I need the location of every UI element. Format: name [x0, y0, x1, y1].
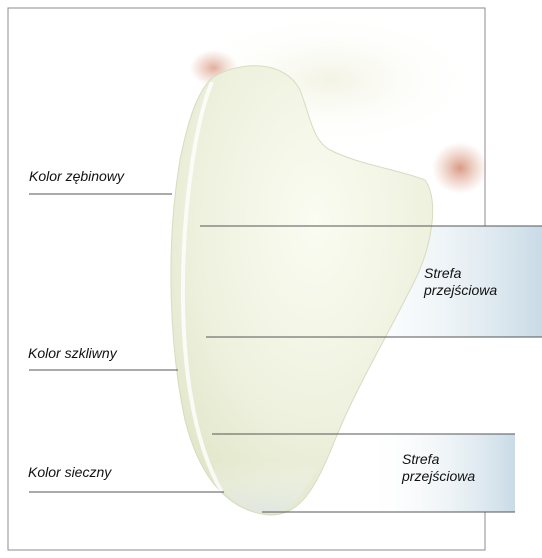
label-transition-zone-upper: Strefa przejściowa: [424, 265, 497, 299]
label-enamel-color: Kolor szkliwny: [28, 345, 117, 362]
gum-right: [432, 142, 488, 194]
label-transition-upper-line1: Strefa: [424, 265, 497, 282]
label-transition-zone-lower: Strefa przejściowa: [402, 451, 475, 485]
label-transition-upper-line2: przejściowa: [424, 282, 497, 299]
label-transition-lower-line1: Strefa: [402, 451, 475, 468]
label-transition-lower-line2: przejściowa: [402, 468, 475, 485]
label-dentin-color: Kolor zębinowy: [29, 168, 124, 185]
label-incisal-color: Kolor sieczny: [28, 464, 111, 481]
